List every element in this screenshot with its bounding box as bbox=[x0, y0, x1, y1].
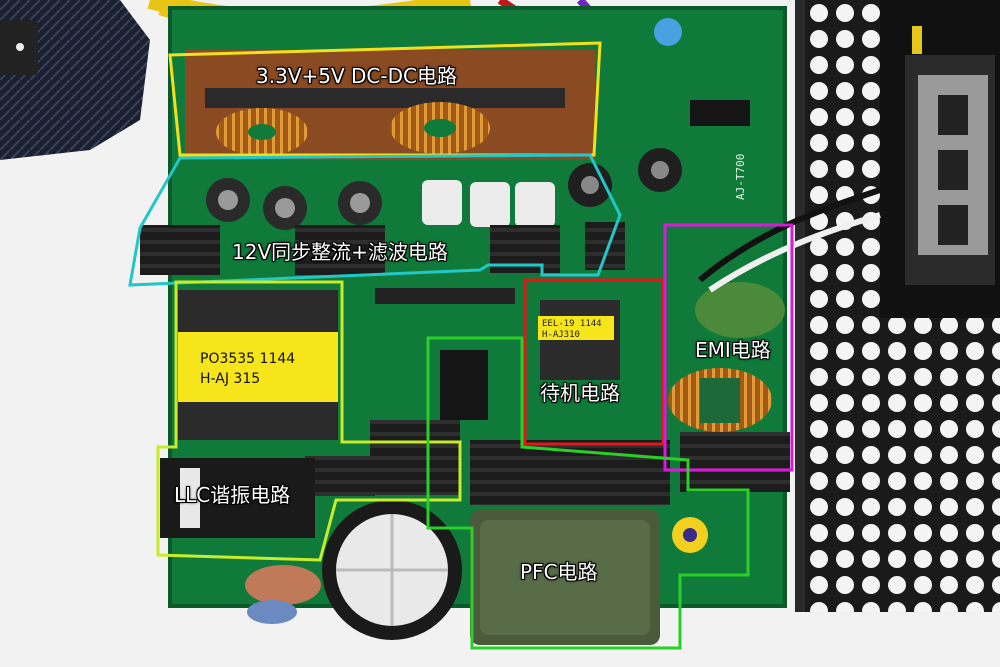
bulk-capacitor bbox=[322, 500, 462, 640]
label-pfc: PFC电路 bbox=[520, 560, 598, 584]
annotation-outlines bbox=[128, 41, 794, 650]
label-emi: EMI电路 bbox=[695, 338, 771, 362]
dcdc-board bbox=[185, 50, 595, 160]
standby-marking-2: H-AJ310 bbox=[542, 330, 580, 340]
board-model: AJ-T700 bbox=[734, 153, 747, 200]
llc-components bbox=[160, 458, 321, 624]
standby-marking-1: EEL-19 1144 bbox=[542, 319, 602, 329]
dcdc-outline bbox=[168, 41, 602, 157]
label-llc: LLC谐振电路 bbox=[174, 483, 291, 507]
standby-transformer bbox=[538, 300, 620, 380]
pfc-choke bbox=[470, 510, 708, 645]
label-sync-rect: 12V同步整流+滤波电路 bbox=[232, 240, 448, 264]
ac-socket bbox=[880, 0, 1000, 318]
llc-outline bbox=[156, 280, 462, 562]
pfc-outline bbox=[426, 336, 750, 650]
label-standby: 待机电路 bbox=[540, 381, 620, 405]
transformer-marking-2: H-AJ 315 bbox=[200, 371, 261, 387]
label-dcdc: 3.3V+5V DC-DC电路 bbox=[256, 64, 457, 88]
sync-rect-outline bbox=[128, 153, 622, 287]
ics bbox=[375, 100, 750, 420]
emi-outline bbox=[663, 223, 794, 472]
capacitors bbox=[206, 18, 682, 230]
transformer-marking-1: PO3535 1144 bbox=[200, 351, 296, 367]
standby-outline bbox=[523, 278, 665, 446]
main-transformer bbox=[178, 290, 338, 440]
